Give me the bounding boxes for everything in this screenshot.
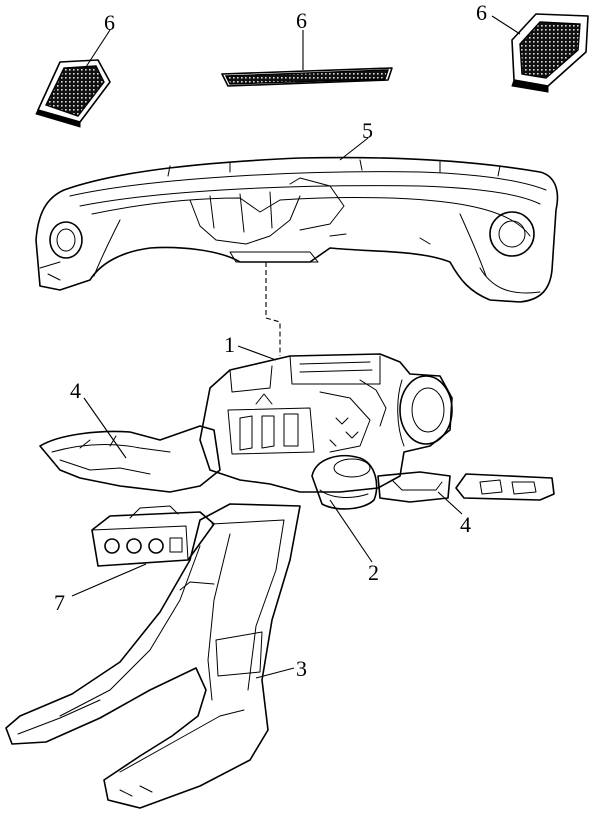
callout-control-panel: 7 bbox=[54, 590, 65, 615]
connector-line bbox=[265, 262, 281, 356]
floor-duct bbox=[5, 503, 301, 809]
vent-grille-right bbox=[511, 13, 589, 93]
callout-floor-duct: 3 bbox=[296, 656, 307, 681]
vent-grille-left bbox=[35, 59, 111, 128]
callout-duct-right: 4 bbox=[460, 512, 471, 537]
callout-vent-center: 6 bbox=[296, 8, 307, 33]
heater-unit bbox=[199, 353, 453, 493]
callout-blower: 2 bbox=[368, 560, 379, 585]
blower-motor bbox=[311, 454, 378, 510]
vent-grille-center bbox=[221, 67, 393, 87]
callout-dash-panel: 5 bbox=[362, 118, 373, 143]
callout-vent-left: 6 bbox=[104, 10, 115, 35]
dashboard-panel bbox=[35, 156, 559, 303]
air-duct-left bbox=[39, 425, 221, 493]
callout-heater-unit: 1 bbox=[224, 332, 235, 357]
air-duct-right bbox=[377, 471, 555, 503]
callout-duct-left: 4 bbox=[70, 378, 81, 403]
control-panel bbox=[91, 505, 215, 567]
callout-vent-right: 6 bbox=[476, 0, 487, 25]
leader-lines bbox=[71, 15, 521, 679]
